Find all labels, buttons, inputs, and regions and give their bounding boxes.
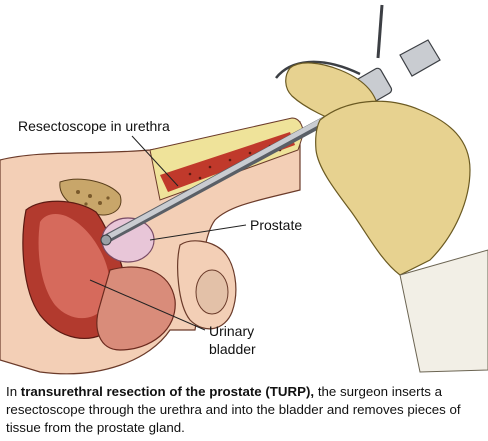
label-bladder-line2: bladder [209,341,256,357]
testis [195,269,229,315]
label-resectoscope: Resectoscope in urethra [18,118,170,134]
rectum [96,266,176,351]
leader-line-bladder [89,279,206,331]
lower-glove-hand [315,100,471,276]
bone-texture [76,190,110,206]
sleeve [399,249,488,373]
corpus-tissue [160,132,295,192]
label-prostate: Prostate [250,217,303,233]
caption-rest: the surgeon inserts a resectoscope throu… [6,384,461,435]
leader-line-resectoscope [131,135,179,187]
resectoscope-tip [100,234,112,246]
figure-caption: In transurethral resection of the prosta… [6,383,486,437]
bladder-lumen [38,214,110,319]
label-urinary-bladder: Urinary bladder [209,322,256,358]
eyepiece [399,39,441,77]
leader-line-prostate [149,224,247,241]
resectoscope-highlight [107,113,333,239]
label-bladder-line1: Urinary [209,323,255,339]
scope-cable [275,60,361,79]
caption-prefix: In [6,384,21,399]
scope-stem [376,4,384,59]
caption-bold-term: transurethral resection of the prostate … [20,384,315,399]
